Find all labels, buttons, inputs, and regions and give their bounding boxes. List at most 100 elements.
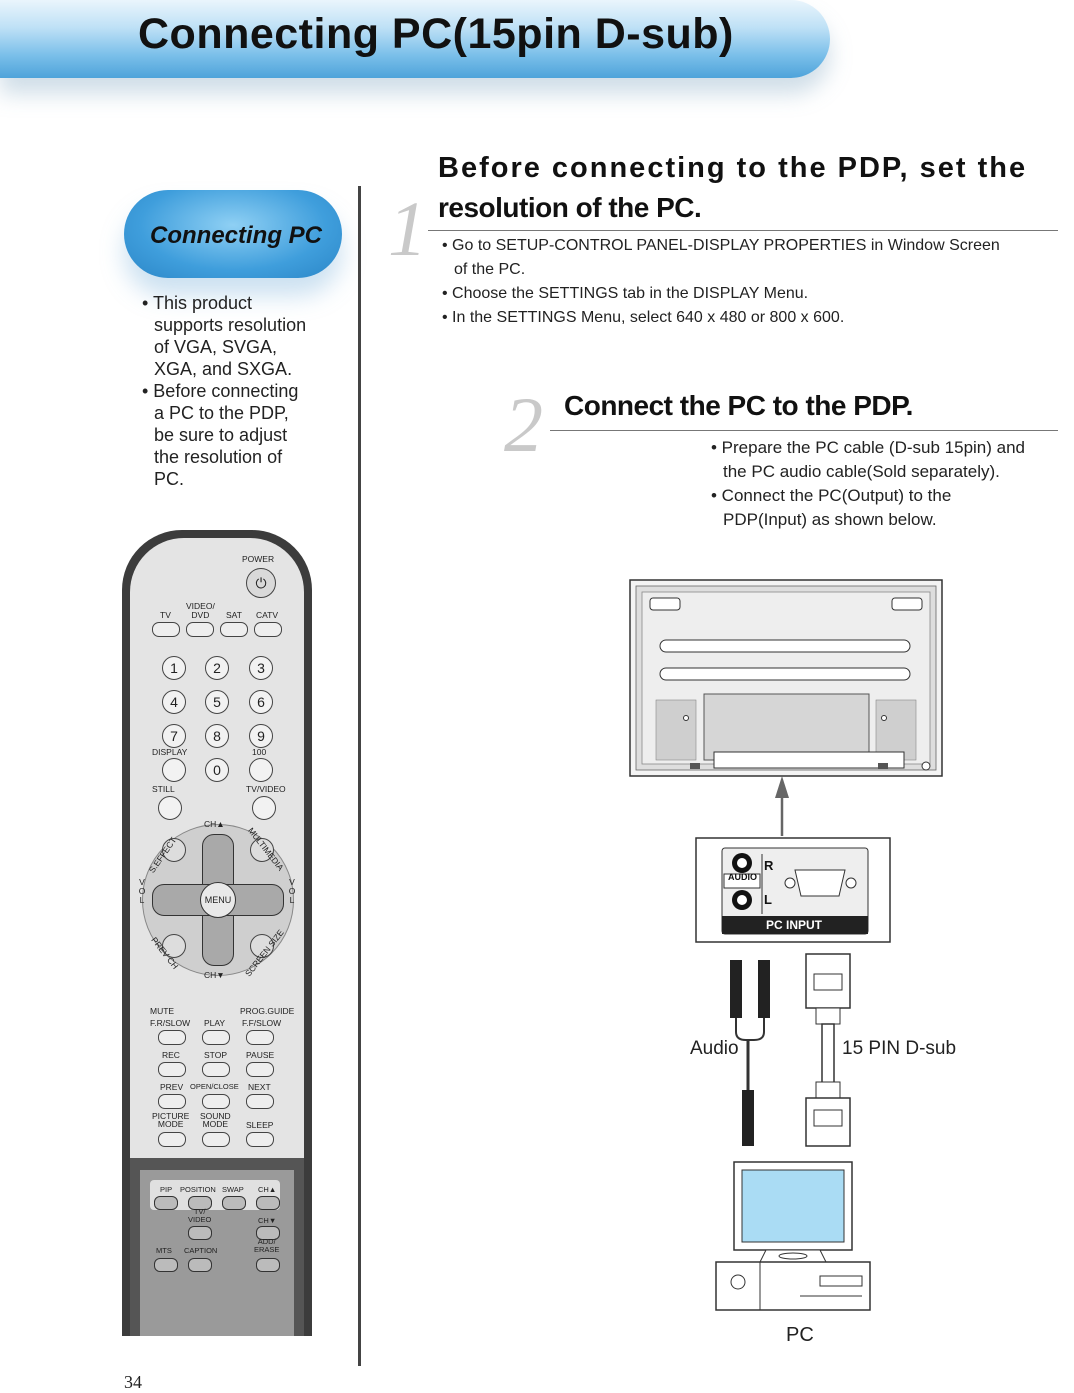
column-divider (358, 186, 361, 1366)
digit-2-button[interactable]: 2 (205, 656, 229, 680)
swap-label: SWAP (222, 1185, 244, 1194)
tv-button[interactable] (152, 622, 180, 637)
caption-button[interactable] (188, 1258, 212, 1272)
display-button[interactable] (162, 758, 186, 782)
pc-input-panel (695, 837, 891, 943)
prev-button[interactable] (158, 1094, 186, 1109)
open-close-label: OPEN/CLOSE (190, 1082, 239, 1091)
digit-8-button[interactable]: 8 (205, 724, 229, 748)
ch-up-label: CH▲ (204, 819, 225, 829)
mts-label: MTS (156, 1246, 172, 1255)
digit-7-button[interactable]: 7 (162, 724, 186, 748)
audio-cable (730, 960, 770, 1146)
stop-button[interactable] (202, 1062, 230, 1077)
pause-label: PAUSE (246, 1050, 275, 1060)
s-effect-button[interactable] (162, 838, 186, 862)
multimedia-button[interactable] (250, 838, 274, 862)
note-line: PC. (154, 469, 185, 489)
fr-slow-button[interactable] (158, 1030, 186, 1045)
rec-button[interactable] (158, 1062, 186, 1077)
sound-mode-button[interactable] (202, 1132, 230, 1147)
bullet-line: • In the SETTINGS Menu, select 640 x 480… (442, 309, 845, 326)
display-label: DISPLAY (152, 747, 188, 757)
sub-ch-up-button[interactable] (256, 1196, 280, 1210)
power-label: POWER (242, 554, 275, 564)
digit-5-button[interactable]: 5 (205, 690, 229, 714)
digit-3-button[interactable]: 3 (249, 656, 273, 680)
page-number: 34 (124, 1372, 142, 1392)
still-button[interactable] (158, 796, 182, 820)
sat-label: SAT (226, 610, 242, 620)
prog-guide-label: PROG.GUIDE (240, 1006, 295, 1016)
open-close-button[interactable] (202, 1094, 230, 1109)
note-line: supports resolution (154, 315, 307, 335)
remote-buttons: POWER ⏻ TV VIDEO/ DVD SAT CATV 1 2 3 4 5… (130, 538, 304, 1338)
audio-cable-label: Audio (690, 1038, 739, 1059)
play-button[interactable] (202, 1030, 230, 1045)
bullet-line: of the PC. (454, 261, 526, 278)
sub-ch-up-label: CH▲ (258, 1185, 277, 1194)
connection-diagram (629, 579, 943, 1311)
add-erase-button[interactable] (256, 1258, 280, 1272)
power-icon[interactable]: ⏻ (246, 568, 276, 598)
digit-4-button[interactable]: 4 (162, 690, 186, 714)
mute-label: MUTE (150, 1006, 175, 1016)
pc-label: PC (786, 1324, 814, 1346)
bullet-line: • Go to SETUP-CONTROL PANEL-DISPLAY PROP… (442, 237, 1000, 254)
sub-tv-video-button[interactable] (188, 1226, 212, 1240)
sub-tv-video-label: TV/ VIDEO (188, 1207, 212, 1224)
mts-button[interactable] (154, 1258, 178, 1272)
step-1-rule (428, 230, 1058, 231)
section-pill (124, 190, 342, 278)
sleep-button[interactable] (246, 1132, 274, 1147)
tv-video-label: TV/VIDEO (246, 784, 286, 794)
step-1-title-line2: resolution of the PC. (438, 192, 702, 223)
step-1-number: 1 (388, 185, 427, 272)
catv-button[interactable] (254, 622, 282, 637)
digit-6-button[interactable]: 6 (249, 690, 273, 714)
add-erase-label: ADD/ ERASE (254, 1237, 280, 1254)
digit-1-button[interactable]: 1 (162, 656, 186, 680)
prev-ch-button[interactable] (162, 934, 186, 958)
bullet-line: • Connect the PC(Output) to the (711, 486, 952, 505)
audio-port-label: AUDIO (728, 872, 757, 882)
section-pill-label: Connecting PC (150, 222, 322, 249)
note-line: a PC to the PDP, (154, 403, 289, 423)
video-dvd-label: VIDEO/ DVD (186, 601, 215, 620)
position-button[interactable] (188, 1196, 212, 1210)
arrow-icon (775, 776, 789, 836)
digit-0-button[interactable]: 0 (205, 758, 229, 782)
sub-ch-down-label: CH▼ (258, 1216, 277, 1225)
tv-video-button[interactable] (252, 796, 276, 820)
note-line: • This product (142, 293, 253, 313)
note-line: XGA, and SXGA. (154, 359, 293, 379)
note-line: of VGA, SVGA, (154, 337, 278, 357)
screen-size-button[interactable] (250, 934, 274, 958)
menu-button[interactable]: MENU (200, 882, 236, 918)
pc-input-label: PC INPUT (766, 918, 823, 932)
step-1-bullets: • Go to SETUP-CONTROL PANEL-DISPLAY PROP… (442, 234, 1000, 330)
pause-button[interactable] (246, 1062, 274, 1077)
sat-button[interactable] (220, 622, 248, 637)
ch-down-label: CH▼ (204, 970, 225, 980)
bullet-line: • Prepare the PC cable (D-sub 15pin) and (711, 438, 1026, 457)
page-title: Connecting PC(15pin D-sub) (138, 10, 734, 58)
step-1-title-line1: Before connecting to the PDP, set the (438, 152, 1028, 184)
swap-button[interactable] (222, 1196, 246, 1210)
pc-computer (715, 1161, 871, 1311)
step-2-title: Connect the PC to the PDP. (564, 390, 913, 421)
stop-label: STOP (204, 1050, 227, 1060)
r-port-label: R (764, 858, 774, 873)
pip-button[interactable] (154, 1196, 178, 1210)
sub-ch-down-button[interactable] (256, 1226, 280, 1240)
next-button[interactable] (246, 1094, 274, 1109)
ff-slow-button[interactable] (246, 1030, 274, 1045)
digit-9-button[interactable]: 9 (249, 724, 273, 748)
sound-mode-label: SOUND MODE (200, 1111, 231, 1129)
hundred-button[interactable] (249, 758, 273, 782)
picture-mode-button[interactable] (158, 1132, 186, 1147)
bullet-line: • Choose the SETTINGS tab in the DISPLAY… (442, 285, 809, 302)
step-2-bullets: • Prepare the PC cable (D-sub 15pin) and… (711, 436, 1025, 532)
video-dvd-button[interactable] (186, 622, 214, 637)
note-line: be sure to adjust (154, 425, 288, 445)
